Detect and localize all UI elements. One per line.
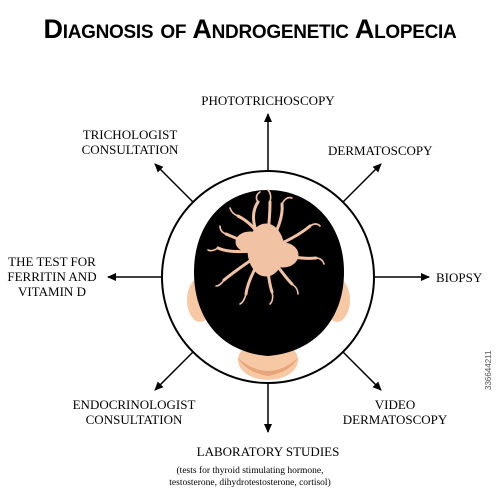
node-video-dermatoscopy: VIDEO DERMATOSCOPY: [342, 397, 448, 427]
arrows: [107, 113, 430, 433]
lab-studies-note: (tests for thyroid stimulating hormone, …: [169, 466, 331, 488]
page-title: Diagnosis of Androgenetic Alopecia: [43, 14, 457, 44]
node-ferritin-vitamin-d-test: THE TEST FOR FERRITIN AND VITAMIN D: [7, 254, 97, 299]
thinning-pattern: [207, 189, 325, 305]
arrow-top-right: [342, 163, 382, 203]
head-illustration: [187, 189, 350, 380]
node-dermatoscopy: DERMATOSCOPY: [328, 143, 433, 158]
arrow-bottom-right: [342, 351, 382, 391]
node-biopsy: BIOPSY: [436, 270, 483, 285]
arrow-bottom-left: [154, 351, 194, 391]
node-phototrichoscopy: PHOTOTRICHOSCOPY: [201, 93, 335, 108]
neck-shadow: [238, 358, 298, 376]
node-endocrinologist-consultation: ENDOCRINOLOGIST CONSULTATION: [72, 397, 196, 427]
node-laboratory-studies: LABORATORY STUDIES: [196, 444, 340, 459]
node-trichologist-consultation: TRICHOLOGIST CONSULTATION: [81, 127, 179, 157]
arrow-top-left: [154, 163, 194, 203]
stock-id: 336644211: [484, 350, 493, 390]
